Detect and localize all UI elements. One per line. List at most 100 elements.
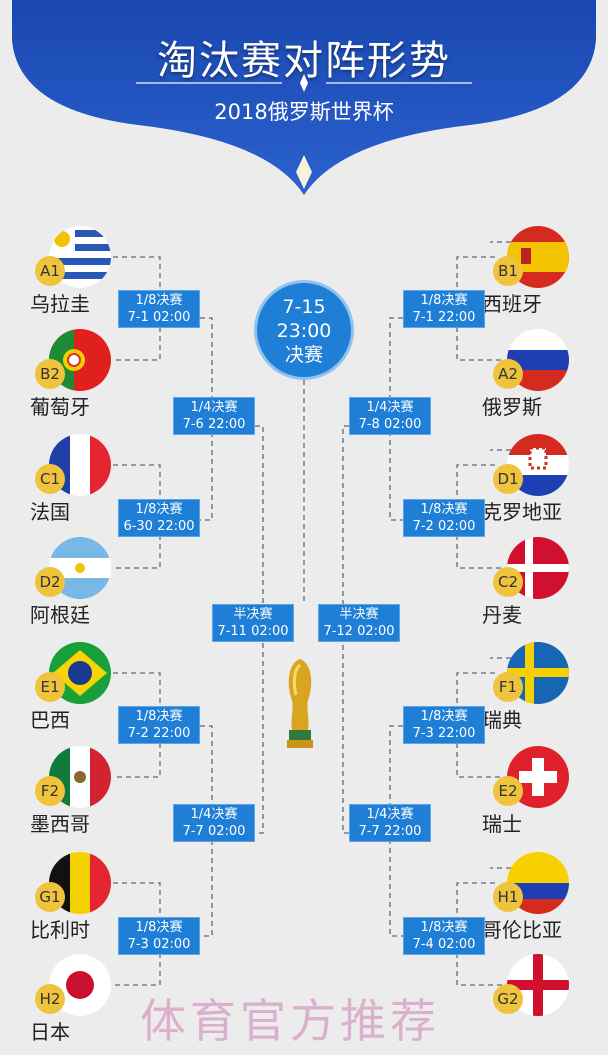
team-name: 瑞士: [482, 812, 522, 836]
team-name: 乌拉圭: [30, 292, 90, 316]
header-banner: [12, 0, 596, 195]
team-switzerland[interactable]: E2 瑞士: [482, 746, 588, 836]
team-brazil[interactable]: E1 巴西: [30, 642, 130, 732]
match-time: 7-1 22:00: [412, 310, 476, 325]
team-name: 日本: [30, 1020, 70, 1044]
team-denmark[interactable]: C2 丹麦: [482, 537, 588, 627]
match-box-left-r16[interactable]: 1/8决赛 7-1 02:00: [118, 290, 200, 328]
team-name: 比利时: [30, 918, 90, 942]
match-box-left-r16[interactable]: 1/8决赛 7-3 02:00: [118, 917, 200, 955]
seed-badge: E1: [35, 672, 65, 702]
bracket-connector: [255, 425, 264, 834]
team-england[interactable]: G2: [488, 954, 588, 1036]
team-name: 瑞典: [482, 708, 522, 732]
team-name: 哥伦比亚: [482, 918, 562, 942]
match-time: 7-6 22:00: [182, 417, 246, 432]
seed-badge: D2: [35, 567, 65, 597]
match-box-left-qf[interactable]: 1/4决赛 7-7 02:00: [173, 804, 255, 842]
seed-badge: D1: [493, 464, 523, 494]
match-time: 7-3 02:00: [127, 937, 191, 952]
match-time: 7-12 02:00: [323, 624, 395, 639]
match-round-label: 1/8决赛: [420, 293, 468, 308]
team-name: 葡萄牙: [30, 395, 90, 419]
seed-badge: E2: [493, 776, 523, 806]
match-box-left-r16[interactable]: 1/8决赛 7-2 22:00: [118, 706, 200, 744]
team-france[interactable]: C1 法国: [30, 434, 130, 524]
team-name: 西班牙: [482, 292, 542, 316]
match-round-label: 1/8决赛: [420, 709, 468, 724]
match-box-right-r16[interactable]: 1/8决赛 7-3 22:00: [403, 706, 485, 744]
match-round-label: 1/4决赛: [366, 400, 414, 415]
match-box-left-qf[interactable]: 1/4决赛 7-6 22:00: [173, 397, 255, 435]
match-time: 7-8 02:00: [358, 417, 422, 432]
star-icon: [296, 155, 312, 189]
team-russia[interactable]: A2 俄罗斯: [482, 329, 588, 419]
match-box-left-r16[interactable]: 1/8决赛 6-30 22:00: [118, 499, 200, 537]
flag-colombia-icon: [507, 852, 569, 918]
team-argentina[interactable]: D2 阿根廷: [30, 537, 130, 627]
match-box-right-qf[interactable]: 1/4决赛 7-8 02:00: [349, 397, 431, 435]
team-name: 俄罗斯: [482, 395, 542, 419]
team-name: 法国: [30, 500, 70, 524]
team-name: 墨西哥: [30, 812, 90, 836]
match-time: 7-2 02:00: [412, 519, 476, 534]
seed-badge: F1: [493, 672, 523, 702]
match-round-label: 1/4决赛: [190, 400, 238, 415]
match-round-label: 1/4决赛: [190, 807, 238, 822]
flag-mexico-icon: [49, 746, 111, 812]
match-box-right-qf[interactable]: 1/4决赛 7-7 22:00: [349, 804, 431, 842]
match-round-label: 1/8决赛: [135, 709, 183, 724]
team-uruguay[interactable]: A1 乌拉圭: [30, 226, 130, 316]
team-belgium[interactable]: G1 比利时: [30, 852, 130, 942]
match-round-label: 1/8决赛: [420, 502, 468, 517]
bracket-connector: [456, 882, 505, 986]
match-round-label: 1/4决赛: [366, 807, 414, 822]
seed-badge: A1: [35, 256, 65, 286]
match-round-label: 半决赛: [339, 607, 379, 622]
seed-badge: C1: [35, 464, 65, 494]
match-box-right-r16[interactable]: 1/8决赛 7-2 02:00: [403, 499, 485, 537]
match-round-label: 1/8决赛: [135, 920, 183, 935]
bracket-connector: [113, 882, 161, 986]
team-name: 巴西: [30, 708, 70, 732]
watermark: 体育官方推荐: [140, 994, 440, 1048]
page-subtitle: 2018俄罗斯世界杯: [214, 100, 394, 124]
seed-badge: C2: [493, 567, 523, 597]
match-box-right-sf[interactable]: 半决赛 7-12 02:00: [318, 604, 400, 642]
final-time: 23:00: [276, 320, 332, 342]
match-time: 7-3 22:00: [412, 726, 476, 741]
bracket-connector: [456, 256, 505, 361]
bracket-connector: [113, 256, 161, 361]
team-name: 丹麦: [482, 603, 522, 627]
team-mexico[interactable]: F2 墨西哥: [30, 746, 130, 836]
team-croatia[interactable]: D1 克罗地亚: [482, 434, 588, 524]
star-icon: [300, 74, 308, 92]
match-time: 7-4 02:00: [412, 937, 476, 952]
match-time: 7-7 22:00: [358, 824, 422, 839]
seed-badge: G1: [35, 882, 65, 912]
match-box-right-r16[interactable]: 1/8决赛 7-1 22:00: [403, 290, 485, 328]
match-time: 6-30 22:00: [123, 519, 195, 534]
seed-badge: A2: [493, 359, 523, 389]
team-name: 克罗地亚: [482, 500, 562, 524]
team-name: 阿根廷: [30, 603, 90, 627]
flag-brazil-icon: [49, 642, 111, 708]
final-badge: 7-15 23:00 决赛: [254, 280, 354, 380]
seed-badge: G2: [493, 984, 523, 1014]
team-sweden[interactable]: F1 瑞典: [482, 642, 588, 732]
bracket-connector: [113, 464, 161, 569]
match-round-label: 半决赛: [233, 607, 273, 622]
match-time: 7-1 02:00: [127, 310, 191, 325]
match-round-label: 1/8决赛: [135, 502, 183, 517]
match-time: 7-7 02:00: [182, 824, 246, 839]
final-label: 决赛: [284, 344, 323, 366]
match-time: 7-2 22:00: [127, 726, 191, 741]
seed-badge: F2: [35, 776, 65, 806]
match-round-label: 1/8决赛: [135, 293, 183, 308]
